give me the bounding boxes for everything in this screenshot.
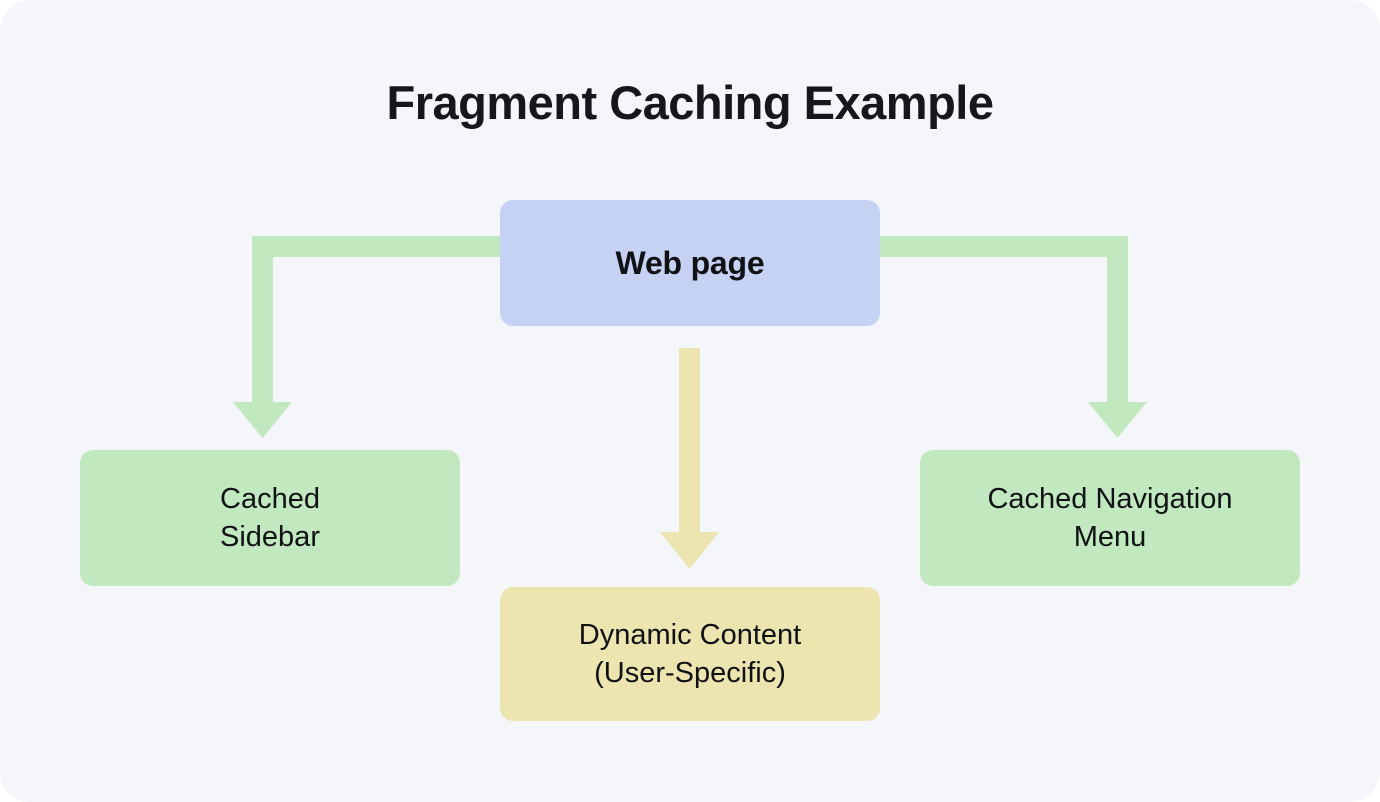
node-web-page-label: Web page bbox=[615, 244, 765, 281]
node-dynamic-content-label: Dynamic Content (User-Specific) bbox=[578, 618, 802, 689]
arrow-webpage-to-cached-sidebar bbox=[233, 236, 500, 438]
node-web-page[interactable]: Web page bbox=[500, 200, 880, 326]
arrow-webpage-to-cached-nav-menu bbox=[880, 236, 1147, 438]
node-cached-navigation-menu[interactable]: Cached Navigation Menu bbox=[920, 450, 1300, 586]
arrow-webpage-to-dynamic-content bbox=[660, 348, 719, 569]
page-title: Fragment Caching Example bbox=[386, 76, 995, 129]
node-cached-sidebar-label: Cached Sidebar bbox=[220, 482, 320, 553]
node-cached-navigation-menu-label: Cached Navigation Menu bbox=[987, 482, 1233, 553]
node-cached-sidebar[interactable]: Cached Sidebar bbox=[80, 450, 460, 586]
node-dynamic-content[interactable]: Dynamic Content (User-Specific) bbox=[500, 587, 880, 721]
